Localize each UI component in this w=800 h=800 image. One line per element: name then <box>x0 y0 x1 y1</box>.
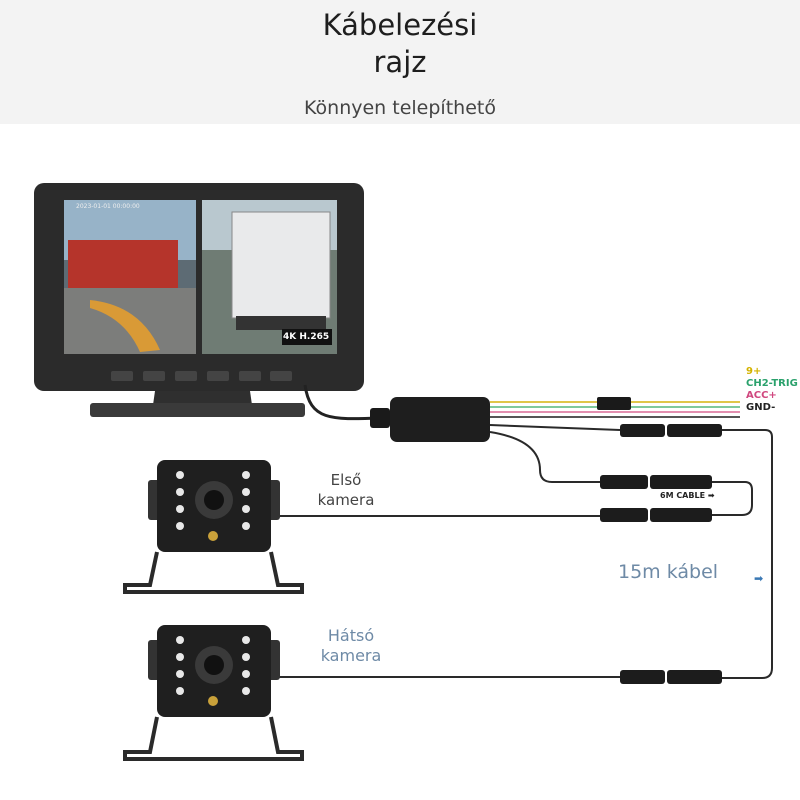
monitor-button[interactable] <box>270 371 292 381</box>
front-camera-lens <box>204 490 224 510</box>
connector <box>620 670 665 684</box>
front-camera-label: Első kamera <box>317 471 375 509</box>
arrow-right-icon: ➡ <box>754 572 764 585</box>
page-subtitle: Könnyen telepíthető <box>304 97 496 119</box>
camera-cables <box>278 424 773 679</box>
six-m-cable-label: 6M CABLE ➡ <box>660 491 715 500</box>
rear-camera-label: Hátsó kamera <box>320 626 382 665</box>
wire-label-ch2-trig: CH2-TRIG <box>746 378 798 389</box>
monitor-stand-base <box>90 403 305 417</box>
connector <box>600 475 648 489</box>
monitor-buttons <box>111 371 292 381</box>
screen-truck-red <box>68 240 178 288</box>
power-wires <box>490 397 740 418</box>
monitor <box>34 183 364 417</box>
monitor-button[interactable] <box>239 371 261 381</box>
rear-camera <box>123 625 304 761</box>
connectors <box>600 424 722 684</box>
connector <box>650 475 712 489</box>
screen-truck-white <box>231 211 331 319</box>
monitor-cable <box>303 384 381 421</box>
fuse-holder <box>597 397 631 410</box>
screen-badge-text: 4K H.265 <box>283 332 330 342</box>
cable-length-label: 15m kábel <box>618 561 719 583</box>
screen-timestamp: 2023-01-01 00:00:00 <box>76 203 140 210</box>
rear-camera-lens <box>204 655 224 675</box>
wire-label-9plus: 9+ <box>746 366 762 377</box>
front-camera <box>123 460 304 594</box>
front-camera-leds <box>176 471 250 530</box>
junction-box <box>390 397 490 442</box>
screen-badge <box>282 329 332 345</box>
page-title-line2: rajz <box>373 45 427 79</box>
connector <box>667 424 722 437</box>
rear-camera-leds <box>176 636 250 695</box>
wire-label-acc: ACC+ <box>746 390 777 401</box>
rear-camera-bracket <box>123 716 304 761</box>
monitor-stand-neck <box>153 391 252 405</box>
page-title-line1: Kábelezési <box>322 8 478 42</box>
monitor-button[interactable] <box>143 371 165 381</box>
connector <box>650 508 712 522</box>
wire-label-gnd: GND- <box>746 402 776 413</box>
connector <box>667 670 722 684</box>
monitor-button[interactable] <box>111 371 133 381</box>
monitor-button[interactable] <box>175 371 197 381</box>
monitor-button[interactable] <box>207 371 229 381</box>
connector <box>600 508 648 522</box>
front-camera-bracket <box>123 551 304 594</box>
header-band <box>0 0 800 124</box>
connector <box>620 424 665 437</box>
